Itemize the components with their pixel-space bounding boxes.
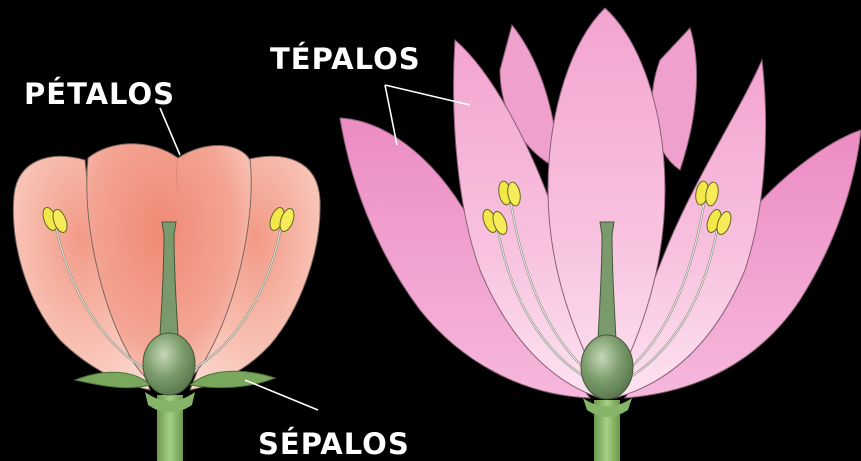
label-sepalos: SÉPALOS: [258, 430, 410, 459]
left-pistil-ovary: [143, 333, 195, 395]
label-tepalos: TÉPALOS: [270, 45, 421, 74]
flower-left: [13, 144, 320, 461]
label-petalos: PÉTALOS: [24, 80, 175, 109]
arrow-sepalos: [245, 380, 318, 410]
arrow-petalos: [160, 108, 180, 155]
right-pistil-ovary: [581, 335, 633, 399]
